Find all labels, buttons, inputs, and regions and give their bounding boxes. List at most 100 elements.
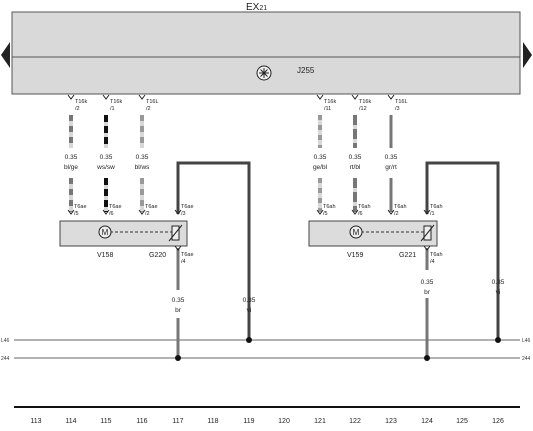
connector-pin-c5: /12 [359,106,367,112]
connector-icon-top-5 [351,94,359,100]
wire-size-w3: 0.35 [136,154,149,161]
pin-number-4: /3 [181,211,186,217]
wire-color-w7: br [175,307,182,314]
wire-vi-loop-right [425,161,500,340]
wire-size-w6: 0.35 [385,154,398,161]
connector-icon-module-8 [423,209,431,215]
star-in-circle-icon [256,65,272,81]
bus-label-top-right: L46 [522,338,531,344]
pin-number-3: /2 [145,211,150,217]
connector-icon-top-3 [138,94,146,100]
wire-color-w3: bl/ws [135,164,151,171]
connector-icon-bottom-1 [174,245,182,251]
column-number-125: 125 [456,418,468,425]
column-number-119: 119 [243,418,254,425]
pin-code-1: T6ae [74,204,87,210]
pin-number-6: /6 [358,211,363,217]
potentiometer-icon-left [168,224,183,242]
connector-icon-module-4 [174,209,182,215]
right-arrow-icon[interactable] [523,42,532,68]
pin-number-5: /5 [323,211,328,217]
component-label-V158: V158 [97,252,113,259]
potentiometer-icon-right [420,224,435,242]
wire-size-w4: 0.35 [314,154,327,161]
connector-icon-bottom-2 [423,245,431,251]
column-number-122: 122 [349,418,361,425]
column-number-116: 116 [136,418,147,425]
pin-number-8: /1 [430,211,435,217]
left-arrow-icon[interactable] [1,42,10,68]
bus-label-bottom-left: 244 [1,356,10,362]
pin-code-2: T6ae [109,204,122,210]
connector-pin-c3: /2 [146,106,151,112]
connector-icon-module-5 [316,209,324,215]
connector-icon-module-2 [102,209,110,215]
connector-icon-module-1 [67,209,75,215]
pin-number-1: /5 [74,211,79,217]
column-number-118: 118 [207,418,218,425]
wire-color-w10: vi [496,289,501,296]
bus-label-top-left: L46 [1,338,10,344]
connector-icon-top-1 [67,94,75,100]
pin-code-5: T6ah [323,204,336,210]
pin-number-7: /2 [394,211,399,217]
pin-number-bottom-1: /4 [181,259,186,265]
wire-size-w7: 0.35 [172,297,185,304]
connector-icon-top-2 [102,94,110,100]
wire-size-w5: 0.35 [349,154,362,161]
connector-pin-c6: /3 [395,106,400,112]
ex21-label: EX21 [246,2,268,13]
wire-size-w1: 0.35 [65,154,78,161]
column-number-114: 114 [65,418,76,425]
wire-color-w2: ws/sw [96,164,115,171]
pin-code-bottom-1: T6ae [181,252,194,258]
wire-size-w9: 0.35 [421,279,434,286]
splice-dot-right-br [424,355,430,361]
pin-code-7: T6ah [394,204,407,210]
connector-icon-top-6 [387,94,395,100]
wire-color-w6: gr/rt [385,164,397,171]
wire-vi-loop-left [176,161,251,340]
pin-code-3: T6ae [145,204,158,210]
wire-color-w9: br [424,289,431,296]
module-box-right [308,220,438,247]
module-box-left [59,220,188,247]
wire-size-w2: 0.35 [100,154,113,161]
connector-icon-top-4 [316,94,324,100]
wire-color-w5: rt/bl [350,164,361,171]
wire-color-w4: ge/bl [313,164,328,171]
control-unit-box [11,11,521,95]
pin-code-4: T6ae [181,204,194,210]
column-number-124: 124 [421,418,433,425]
pin-code-8: T6ah [430,204,443,210]
wire-size-w8: 0.35 [243,297,256,304]
wire-color-w1: bl/ge [64,164,78,171]
wire-color-w8: vi [247,307,252,314]
column-number-123: 123 [385,418,397,425]
connector-code-c4: T16k [324,99,336,105]
wire-size-w10: 0.35 [492,279,505,286]
connector-code-c3: T16L [146,99,159,105]
component-label-G220: G220 [149,252,166,259]
connector-code-c6: T16L [395,99,408,105]
component-label-V159: V159 [347,252,363,259]
connector-code-c5: T16k [359,99,371,105]
motor-icon-left: M [98,225,112,239]
column-number-113: 113 [30,418,41,425]
column-number-117: 117 [172,418,183,425]
connector-icon-module-3 [138,209,146,215]
pin-code-bottom-2: T6ah [430,252,443,258]
pin-code-6: T6ah [358,204,371,210]
connector-pin-c1: /2 [75,106,80,112]
connector-code-c2: T16k [110,99,122,105]
svg-text:M: M [102,228,109,237]
motor-icon-right: M [349,225,363,239]
splice-dot-left-vi [246,337,252,343]
splice-dot-right-vi [495,337,501,343]
pin-number-bottom-2: /4 [430,259,435,265]
svg-text:M: M [353,228,360,237]
connector-pin-c2: /1 [110,106,115,112]
